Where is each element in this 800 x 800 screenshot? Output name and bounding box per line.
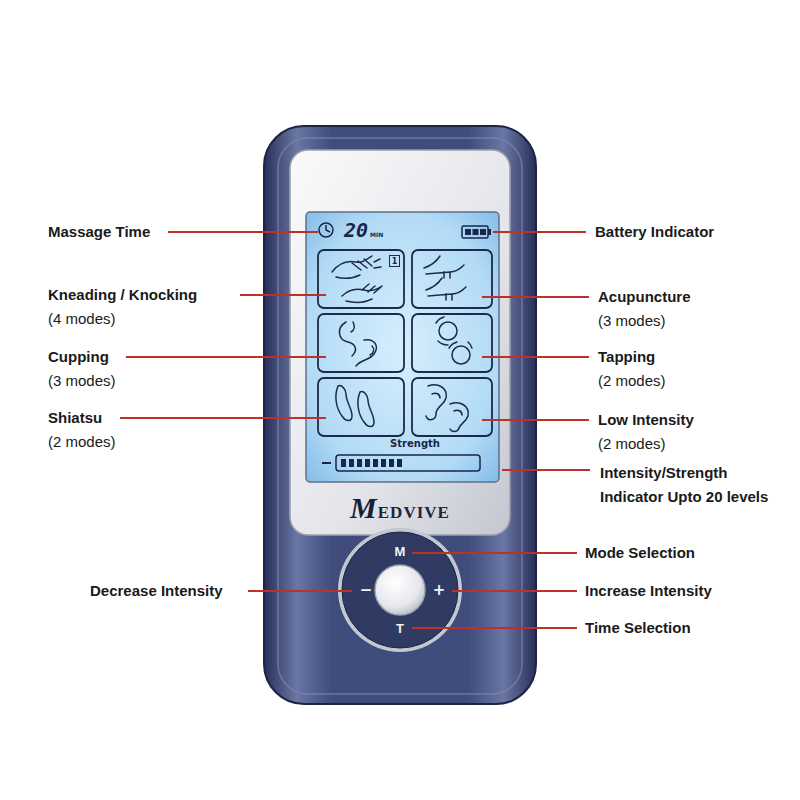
callout-label: Battery Indicator — [595, 223, 714, 241]
device-housing: MEDVIVE 20MIN Strength 1M − + T — [262, 125, 538, 705]
leader-line — [412, 627, 577, 629]
callout-label: Mode Selection — [585, 544, 695, 562]
leader-line — [248, 590, 352, 592]
device-body — [264, 126, 536, 704]
callout-label: Cupping — [48, 348, 109, 366]
leader-line — [452, 590, 577, 592]
clock-icon — [319, 223, 333, 237]
leader-line — [493, 231, 586, 233]
ring-bezel — [338, 528, 462, 652]
callout-label: Intensity/Strength Indicator Upto 20 lev… — [600, 461, 772, 509]
time-key: T — [396, 621, 404, 636]
kneading-icon — [332, 256, 381, 278]
shiatsu-icon — [336, 386, 374, 427]
tapping-icon — [436, 317, 472, 364]
control-ring-face — [342, 532, 458, 648]
leader-line — [168, 231, 318, 233]
callout-label: Increase Intensity — [585, 582, 712, 600]
decrease-key: − — [360, 581, 373, 599]
leader-line — [482, 419, 589, 421]
timer-value: 20 — [344, 218, 368, 242]
control-ring: M − + T — [342, 532, 458, 648]
callout-label: Kneading / Knocking — [48, 286, 197, 304]
callout-label: Shiatsu — [48, 409, 102, 427]
callout-label: Decrease Intensity — [90, 582, 223, 600]
strength-bar — [322, 455, 480, 471]
leader-line — [240, 294, 326, 296]
control-buttons — [338, 528, 462, 652]
leader-line — [502, 469, 590, 471]
program-number: 1 — [392, 257, 398, 266]
callout-label: Low Intensity — [598, 411, 694, 429]
silver-face — [290, 150, 510, 535]
brand-logo: MEDVIVE — [350, 491, 450, 525]
battery-icon — [462, 226, 491, 238]
callout-label: Massage Time — [48, 223, 150, 241]
callout-label: Time Selection — [585, 619, 691, 637]
leader-line — [126, 356, 326, 358]
callout-label: (2 modes) — [598, 435, 666, 453]
leader-line — [482, 296, 589, 298]
acupuncture-icon — [424, 256, 466, 300]
cupping-icon — [339, 322, 376, 366]
knocking-icon — [342, 284, 382, 302]
callout-label: Tapping — [598, 348, 655, 366]
strength-caption: Strength — [390, 438, 440, 449]
center-button — [375, 565, 425, 615]
program-number-box: 1 — [389, 255, 400, 267]
callout-label: Acupuncture — [598, 288, 691, 306]
mode-icons — [332, 256, 472, 432]
increase-key: + — [433, 581, 446, 599]
body-highlight — [278, 138, 522, 694]
ear-icon — [426, 385, 468, 432]
mode-key: M — [395, 544, 406, 559]
callout-label: (3 modes) — [598, 312, 666, 330]
callout-label: (2 modes) — [598, 372, 666, 390]
leader-line — [412, 552, 577, 554]
mode-panels — [318, 250, 492, 436]
callout-label: (4 modes) — [48, 310, 116, 328]
leader-line — [482, 356, 589, 358]
callout-label: (2 modes) — [48, 433, 116, 451]
leader-line — [120, 417, 326, 419]
timer-unit: MIN — [370, 231, 383, 238]
lcd-panel — [306, 212, 499, 482]
lcd-screen: 20MIN Strength 1 — [306, 212, 499, 482]
callout-label: (3 modes) — [48, 372, 116, 390]
